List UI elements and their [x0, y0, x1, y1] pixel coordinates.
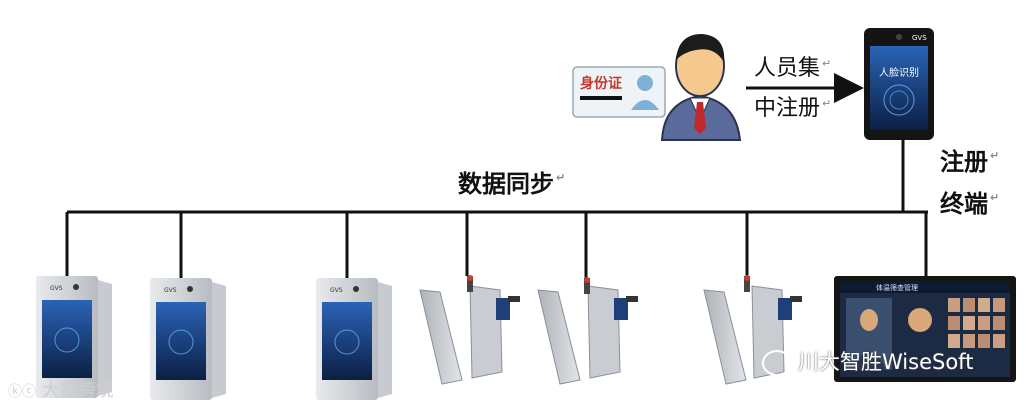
terminal-brand: GVS: [912, 34, 927, 42]
panel-brand: GVS: [164, 287, 177, 294]
face-panel-terminal-3: GVS: [316, 278, 392, 400]
id-card-title: 身份证: [580, 75, 622, 92]
terminal-label-line2: 终端↵: [940, 190, 1000, 218]
register-label-line1: 人员集↵: [754, 56, 832, 81]
terminal-label-line1: 注册↵: [940, 148, 1000, 176]
watermark-logo-icon: ⓚⓒ: [8, 384, 36, 400]
wechat-icon: [762, 350, 792, 376]
turnstile-gate-1: [419, 275, 520, 385]
monitoring-screen: 体温筛查管理: [834, 276, 1016, 382]
turnstile-gate-2: [537, 277, 638, 385]
register-label-line2: 中注册↵: [754, 96, 832, 121]
watermark-right: 川大智胜WiseSoft: [762, 346, 973, 376]
sync-label: 数据同步↵: [458, 170, 566, 198]
terminal-screen-text: 人脸识别: [879, 66, 919, 79]
network-lines: [65, 140, 928, 280]
id-card-icon: 身份证: [572, 66, 666, 118]
panel-brand: GVS: [330, 287, 343, 294]
face-panel-terminal-2: GVS: [150, 278, 226, 400]
registration-terminal: GVS 人脸识别: [864, 28, 934, 140]
person-icon: [660, 34, 742, 141]
face-panel-terminal-1: GVS: [36, 276, 112, 398]
monitor-title: 体温筛查管理: [876, 283, 918, 292]
panel-brand: GVS: [50, 285, 63, 292]
watermark-left: ⓚⓒ 大数跨境: [8, 380, 114, 401]
